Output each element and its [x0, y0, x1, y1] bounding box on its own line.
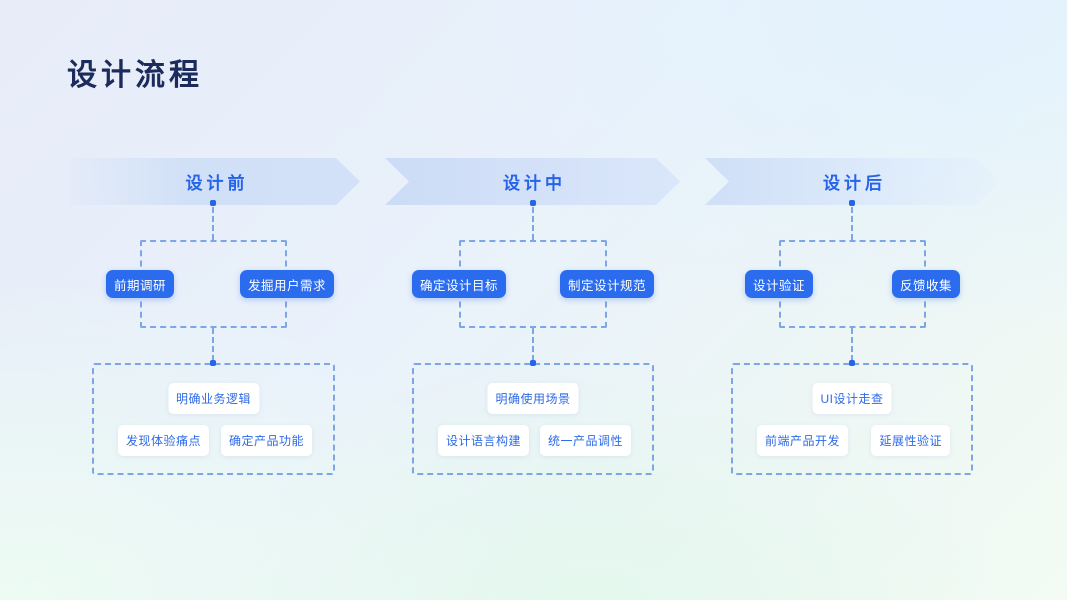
- phase1-output-left: 发现体验痛点: [118, 425, 210, 456]
- phase2-outputs-box: 明确使用场景 设计语言构建 统一产品调性: [412, 363, 654, 475]
- phase3-top-connector-dot: [849, 200, 855, 206]
- phase2-branch-node-left: 确定设计目标: [411, 270, 507, 298]
- phase1-bottom-connector-dot: [210, 360, 216, 366]
- phase2-header-banner: 设计中: [385, 158, 680, 205]
- phase2-output-row: 设计语言构建 统一产品调性: [438, 425, 631, 456]
- phase3-output-left: 前端产品开发: [757, 425, 849, 456]
- phase3-output-right: 延展性验证: [871, 425, 950, 456]
- phase2-header-label: 设计中: [503, 174, 566, 193]
- phase1-header-banner: 设计前: [70, 158, 360, 205]
- phase3-output-row: 前端产品开发 延展性验证: [757, 425, 950, 456]
- phase3-lower-stem-line: [851, 328, 853, 361]
- phase1-lower-stem-line: [212, 328, 214, 361]
- phase1-output-right: 确定产品功能: [220, 425, 312, 456]
- phase2-output-right: 统一产品调性: [539, 425, 631, 456]
- phase1-outputs-box: 明确业务逻辑 发现体验痛点 确定产品功能: [92, 363, 335, 475]
- phase3-branch-node-right: 反馈收集: [891, 270, 961, 298]
- phase1-output-row: 发现体验痛点 确定产品功能: [118, 425, 312, 456]
- phase2-bottom-connector-dot: [530, 360, 536, 366]
- phase1-top-connector-dot: [210, 200, 216, 206]
- phase3-outputs-box: UI设计走查 前端产品开发 延展性验证: [731, 363, 973, 475]
- phase3-upper-stem-line: [851, 207, 853, 240]
- phase1-upper-stem-line: [212, 207, 214, 240]
- phase2-lower-stem-line: [532, 328, 534, 361]
- page-title: 设计流程: [67, 59, 203, 92]
- phase2-branch-node-right: 制定设计规范: [559, 270, 655, 298]
- phase1-header-label: 设计前: [185, 174, 249, 193]
- phase3-header-label: 设计后: [823, 174, 886, 193]
- phase1-output-top: 明确业务逻辑: [167, 383, 260, 414]
- phase2-upper-stem-line: [532, 207, 534, 240]
- phase3-header-banner: 设计后: [705, 158, 1000, 205]
- phase2-output-top: 明确使用场景: [487, 383, 579, 414]
- phase2-top-connector-dot: [530, 200, 536, 206]
- phase3-bottom-connector-dot: [849, 360, 855, 366]
- phase1-branch-node-left: 前期调研: [105, 270, 175, 298]
- phase1-branch-node-right: 发掘用户需求: [239, 270, 335, 298]
- phase2-output-left: 设计语言构建: [438, 425, 530, 456]
- phase3-output-top: UI设计走查: [812, 383, 892, 414]
- phase3-branch-node-left: 设计验证: [744, 270, 814, 298]
